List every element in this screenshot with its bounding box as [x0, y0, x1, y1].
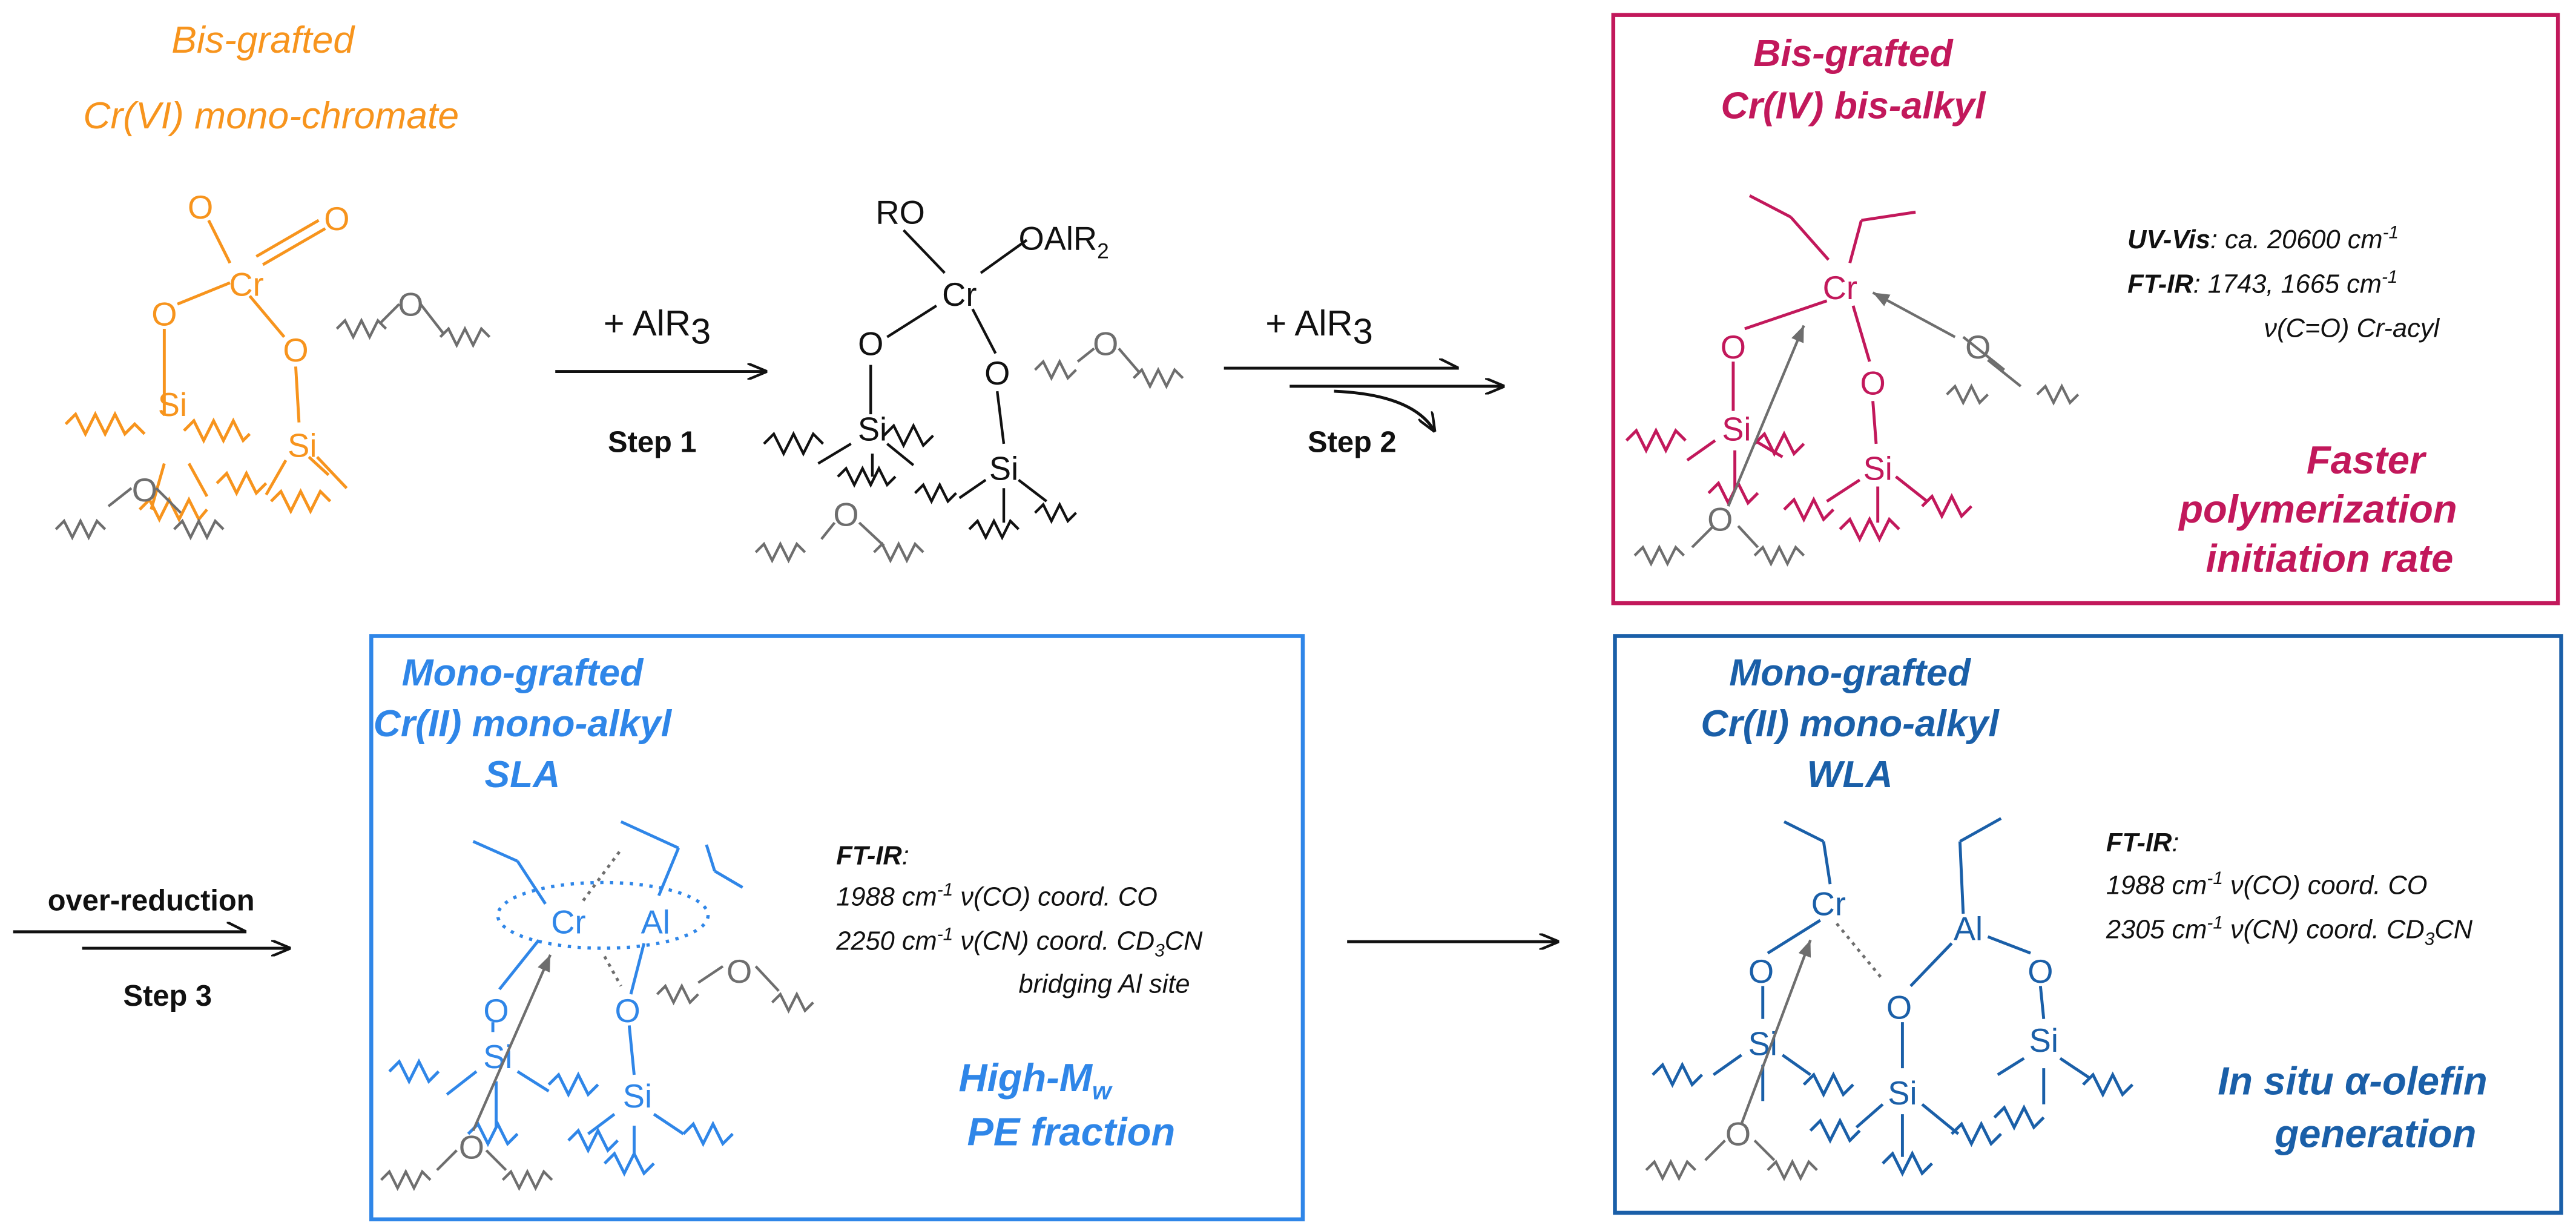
bis-alkyl-ftir: FT-IR: 1743, 1665 cm-1: [2127, 267, 2397, 299]
wla-title-1: Mono-grafted: [1729, 652, 1972, 694]
bis-chromate-structure: Bis-grafted Cr(VI) mono-chromate O O Cr …: [54, 19, 491, 541]
step3-arrow-group: over-reduction Step 3: [13, 885, 289, 1012]
sla-property-2: PE fraction: [967, 1110, 1175, 1154]
wla-si-right: Si: [2029, 1022, 2058, 1059]
step3-label-bottom: Step 3: [124, 980, 212, 1012]
step2-arrow-group: + AlR3 Step 2: [1224, 303, 1503, 458]
chromate-o-top-left: O: [188, 189, 213, 226]
sla-o-mid: O: [615, 992, 641, 1029]
step1-label: Step 1: [608, 426, 697, 458]
sla-o-left: O: [483, 992, 509, 1029]
bis-alkyl-si-right: Si: [1863, 450, 1892, 487]
wla-box: Mono-grafted Cr(II) mono-alkyl WLA: [1613, 634, 2563, 1215]
chromate-si-left: Si: [158, 386, 187, 423]
sla-title-2: Cr(II) mono-alkyl: [374, 703, 673, 745]
bis-alkyl-cr: Cr: [1823, 269, 1857, 306]
sla-bridge-ellipse: [496, 880, 710, 950]
sla-si-right: Si: [623, 1078, 652, 1115]
wla-property-2: generation: [2275, 1111, 2477, 1155]
bis-alkyl-frame: [1611, 13, 2560, 606]
wla-title-2: Cr(II) mono-alkyl: [1701, 703, 2000, 745]
intermediate-si-right: Si: [989, 450, 1018, 487]
bis-alkyl-property-2: polymerization: [2178, 487, 2457, 531]
sla-ftir-line3: bridging Al site: [1018, 969, 1190, 998]
intermediate-si-left: Si: [858, 411, 887, 447]
wla-ftir-line2: 2305 cm-1 ν(CN) coord. CD3CN: [2106, 913, 2473, 949]
bis-alkyl-uvvis: UV-Vis: ca. 20600 cm-1: [2127, 223, 2399, 254]
bis-alkyl-o-left: O: [1721, 329, 1746, 366]
wla-si-mid: Si: [1888, 1075, 1917, 1112]
sla-surface-o-2: O: [459, 1129, 484, 1166]
chromate-si-right: Si: [288, 427, 317, 464]
sla-si-left: Si: [483, 1038, 512, 1075]
bis-alkyl-o-right: O: [1860, 365, 1885, 402]
sla-box: Mono-grafted Cr(II) mono-alkyl SLA: [369, 634, 1305, 1222]
intermediate-structure: RO OAlR2 Cr O O Si Si O O: [754, 194, 1184, 564]
wla-cr: Cr: [1811, 886, 1846, 923]
sla-al: Al: [641, 904, 670, 941]
sla-frame: [369, 634, 1305, 1222]
bis-alkyl-property-1: Faster: [2307, 438, 2427, 482]
sla-ftir-label: FT-IR:: [836, 842, 909, 871]
sla-ftir-line1: 1988 cm-1 ν(CO) coord. CO: [836, 880, 1158, 911]
wla-title-3: WLA: [1807, 754, 1893, 796]
intermediate-oalr2: OAlR2: [1018, 220, 1108, 263]
intermediate-cr: Cr: [942, 276, 977, 313]
wla-surface-o-1: O: [1725, 1116, 1751, 1153]
wla-al: Al: [1954, 910, 1983, 947]
wla-si-left: Si: [1748, 1025, 1777, 1062]
sla-title-1: Mono-grafted: [402, 652, 645, 694]
wla-o-right: O: [2028, 953, 2053, 990]
bis-chromate-title-1: Bis-grafted: [171, 19, 355, 61]
sla-cr: Cr: [551, 904, 585, 941]
bis-chromate-title-2: Cr(VI) mono-chromate: [83, 95, 459, 137]
chromate-cr: Cr: [229, 266, 263, 303]
step2-label: Step 2: [1308, 426, 1397, 458]
wla-frame: [1613, 634, 2563, 1215]
chromate-surface-o-2: O: [132, 472, 157, 509]
intermediate-surface-o-1: O: [1093, 325, 1118, 362]
bis-alkyl-si-left: Si: [1722, 411, 1751, 447]
bis-alkyl-title-2: Cr(IV) bis-alkyl: [1721, 85, 1987, 127]
wla-property-1: In situ α-olefin: [2218, 1059, 2487, 1103]
chromate-o-left: O: [151, 296, 177, 333]
sla-property-1: High-Mw: [958, 1055, 1113, 1105]
sla-surface-o-1: O: [726, 953, 752, 990]
bis-alkyl-property-3: initiation rate: [2206, 536, 2454, 581]
step2-side-arrow: [1334, 389, 1434, 431]
step3-label-top: over-reduction: [48, 885, 255, 917]
intermediate-surface-o-2: O: [833, 497, 858, 533]
step1-arrow-group: + AlR3 Step 1: [555, 303, 765, 458]
bis-alkyl-title-1: Bis-grafted: [1753, 33, 1954, 74]
step1-reagent: + AlR3: [604, 303, 711, 352]
sla-ftir-line2: 2250 cm-1 ν(CN) coord. CD3CN: [835, 924, 1203, 960]
wla-o-mid: O: [1886, 989, 1912, 1026]
intermediate-ro: RO: [875, 194, 924, 231]
wla-ftir-line1: 1988 cm-1 ν(CO) coord. CO: [2106, 868, 2428, 900]
bis-alkyl-surface-o-1: O: [1965, 329, 1991, 366]
chromate-o-right: O: [283, 332, 308, 369]
wla-o-left: O: [1748, 953, 1774, 990]
intermediate-o-left: O: [858, 325, 883, 362]
sla-title-3: SLA: [485, 754, 561, 796]
step2-reagent: + AlR3: [1265, 303, 1373, 352]
chromate-o-top-right: O: [324, 200, 349, 237]
bis-alkyl-ftir-assignment: ν(C=O) Cr-acyl: [2264, 314, 2440, 343]
chromate-surface-o-1: O: [398, 286, 423, 323]
wla-ftir-label: FT-IR:: [2106, 828, 2179, 857]
bis-alkyl-surface-o-2: O: [1707, 501, 1733, 538]
bis-alkyl-box: Bis-grafted Cr(IV) bis-alkyl Cr O: [1611, 13, 2560, 606]
intermediate-o-right: O: [984, 355, 1010, 392]
